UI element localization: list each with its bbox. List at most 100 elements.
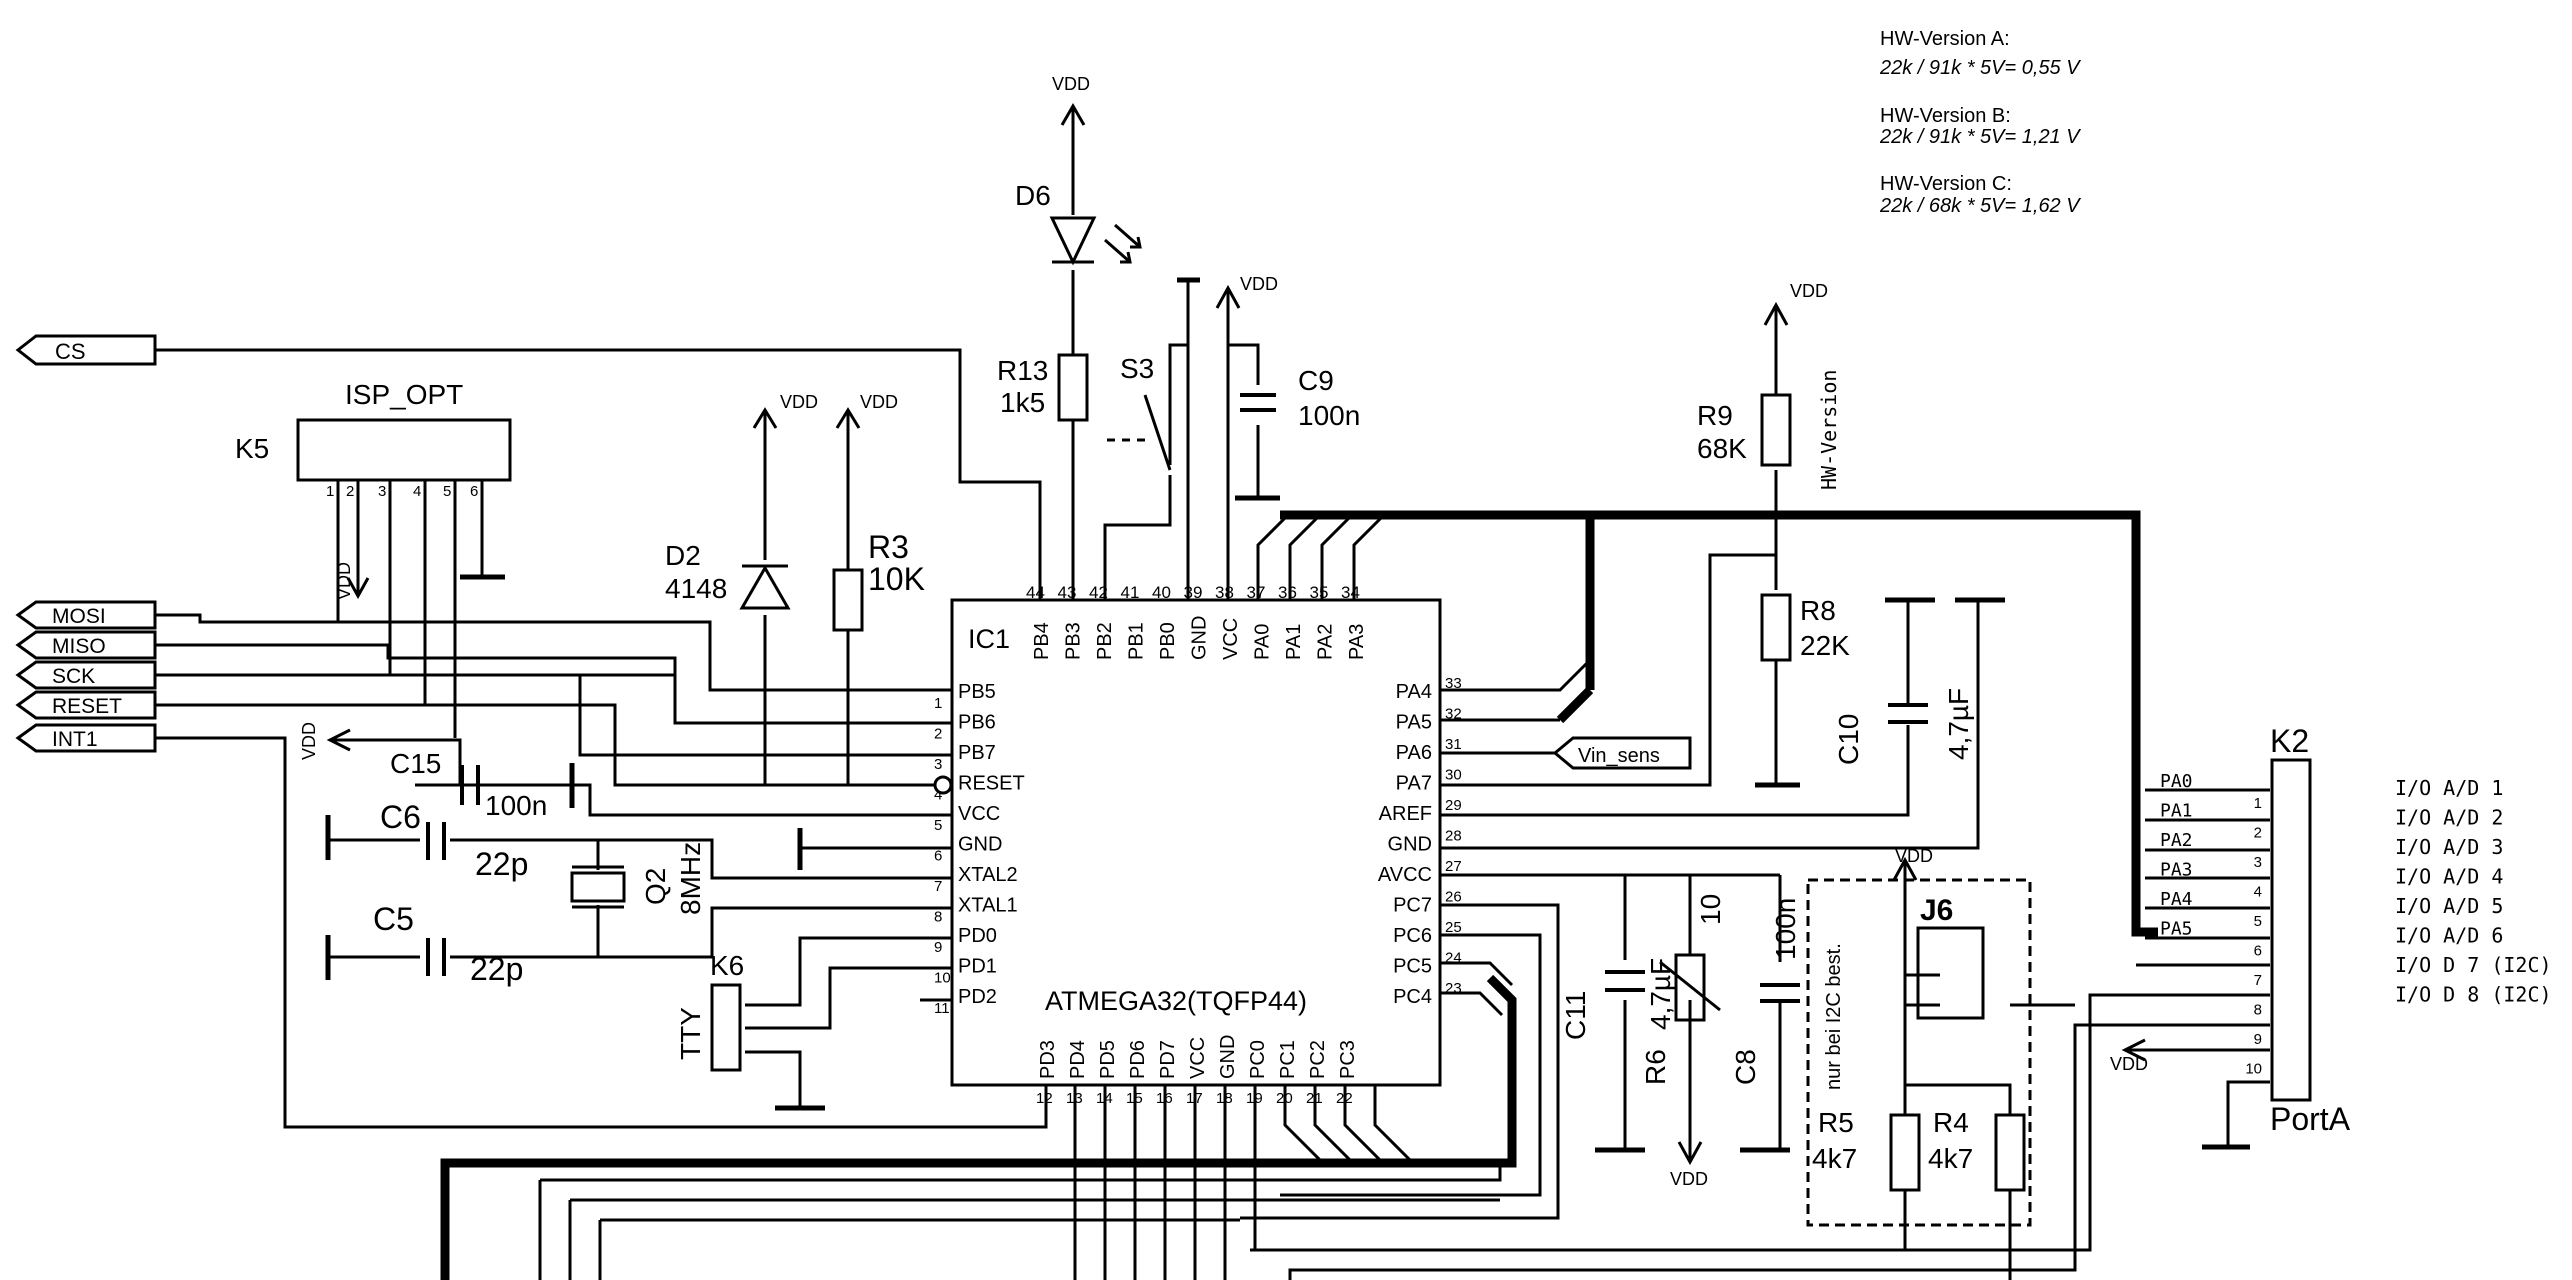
k2-wire-label: PA5 [2160,919,2193,940]
c9-ref: C9 [1298,365,1334,396]
ic1-body [950,598,1442,1087]
j6-ref: J6 [1920,894,1953,927]
ic1-right-pin-num: 29 [1445,797,1462,814]
c8-ref: C8 [1730,1049,1761,1085]
ic1-left-pin-name: PB5 [958,681,996,703]
d2-ref: D2 [665,540,701,571]
hw-version-label: HW-Version [1817,370,1841,490]
note-b-formula: 22k / 91k * 5V= 1,21 V [1879,126,2081,148]
ic1-left-pin-num: 3 [934,756,942,773]
c15-ref: C15 [390,748,441,779]
ic1-top-pin-num: 40 [1152,583,1171,602]
vdd-label: VDD [1895,846,1933,866]
k2-pin-num: 1 [2254,795,2262,812]
c9-value: 100n [1298,400,1360,431]
ic1-right-pin-name: AREF [1379,803,1432,825]
ic1-top-pin-num: 39 [1184,583,1203,602]
port-int1: INT1 [52,728,98,751]
d6-ref: D6 [1015,180,1051,211]
k2-io-label: I/O A/D 1 [2395,776,2503,800]
k2-pin-num: 9 [2254,1031,2262,1048]
vdd-label: VDD [299,722,319,760]
ic1-bottom-pin-name: PD3 [1037,1040,1059,1079]
k5-name: ISP_OPT [345,379,463,410]
r13-ref: R13 [997,355,1048,386]
k2-io-label: I/O D 7 (I2C) [2395,953,2552,977]
k2-name: PortA [2270,1101,2351,1137]
vdd-label: VDD [860,392,898,412]
k2-pin-num: 3 [2254,854,2262,871]
ic1-top-pin-name: PA2 [1315,624,1337,660]
hw-version-notes: HW-Version A: 22k / 91k * 5V= 0,55 V HW-… [1879,28,2081,217]
k6-connector [710,983,742,1072]
j6-note: nur bei I2C best. [1823,943,1845,1090]
r8-resistor [1760,593,1792,662]
ic1-left-pin-name: XTAL1 [958,895,1018,917]
port-mosi: MOSI [52,605,106,628]
ic1-left-pin-name: XTAL2 [958,864,1018,886]
port-cs: CS [55,339,86,364]
k2-io-label: I/O A/D 6 [2395,924,2503,948]
ic1-bottom-pin-name: VCC [1187,1037,1209,1079]
ic1-right-pin-num: 26 [1445,889,1462,906]
ic1-top-pin-num: 43 [1058,583,1077,602]
k2-wire-label: PA0 [2160,771,2193,792]
ic1-part: ATMEGA32(TQFP44) [1045,986,1307,1016]
ic1-bottom-pin-num: 19 [1246,1090,1263,1107]
vdd-label: VDD [334,562,354,600]
ic1-right-pin-num: 27 [1445,858,1462,875]
ic1-left-pin-name: PB7 [958,742,996,764]
port-sck: SCK [52,665,95,688]
r8-ref: R8 [1800,595,1836,626]
ic1-right-pin-name: PA7 [1396,773,1432,795]
ic1-left-pin-num: 11 [934,1000,950,1017]
c10-ref: C10 [1833,714,1864,765]
r6-value: 10 [1695,894,1726,925]
ic1-top-pin-num: 36 [1278,583,1297,602]
k2-io-label: I/O A/D 2 [2395,806,2503,830]
note-c-title: HW-Version C: [1880,173,2012,195]
c11-ref: C11 [1560,991,1591,1040]
c10-value: 4,7µF [1943,688,1974,760]
k2-connector [2270,758,2312,1102]
port-miso: MISO [52,635,106,658]
k2-pin-num: 4 [2254,884,2262,901]
k5-pin-num: 5 [443,483,451,500]
ic1-right-pin-num: 23 [1445,980,1462,997]
r13-resistor [1057,353,1089,422]
r4-ref: R4 [1933,1107,1969,1138]
c6-capacitor [426,822,446,860]
ic1-left-pin-name: GND [958,834,1002,856]
d6-led [1049,216,1142,266]
r4-resistor [1994,1113,2026,1192]
ic1-bottom-pin-name: PD5 [1097,1040,1119,1079]
ic1-left-pin-name: PD2 [958,986,997,1008]
ic1-bottom-pin-name: PD4 [1067,1040,1089,1079]
r6-ref: R6 [1640,1049,1671,1085]
ic1-right-pin-num: 33 [1445,675,1462,692]
k5-pin-num: 4 [413,483,421,500]
ic1-bottom-pin-num: 16 [1156,1090,1173,1107]
ic1-right-pin-name: PC6 [1393,925,1432,947]
k2-ref: K2 [2270,723,2309,759]
k2-io-label: I/O A/D 3 [2395,835,2503,859]
r9-value: 68K [1697,433,1747,464]
ic1-left-pin-num: 4 [934,787,942,804]
ic1-right-pin-num: 28 [1445,828,1462,845]
ic1-bottom-pin-name: PC3 [1337,1040,1359,1079]
vdd-arrows [326,103,2190,1166]
c8-value: 100n [1770,898,1801,960]
k5-pin-num: 3 [378,483,386,500]
ic1-top-pin-name: PB1 [1126,622,1148,660]
s3-switch [1143,394,1172,471]
d2-diode [739,564,791,610]
r3-value: 10K [868,561,925,597]
vdd-label: VDD [1790,281,1828,301]
ic1-bottom-pin-name: PD7 [1157,1040,1179,1079]
ic1-top-pin-name: PB4 [1031,622,1053,660]
ic1-top-pin-num: 44 [1026,583,1045,602]
r5-value: 4k7 [1812,1143,1857,1174]
ic1-left-pin-name: VCC [958,803,1000,825]
